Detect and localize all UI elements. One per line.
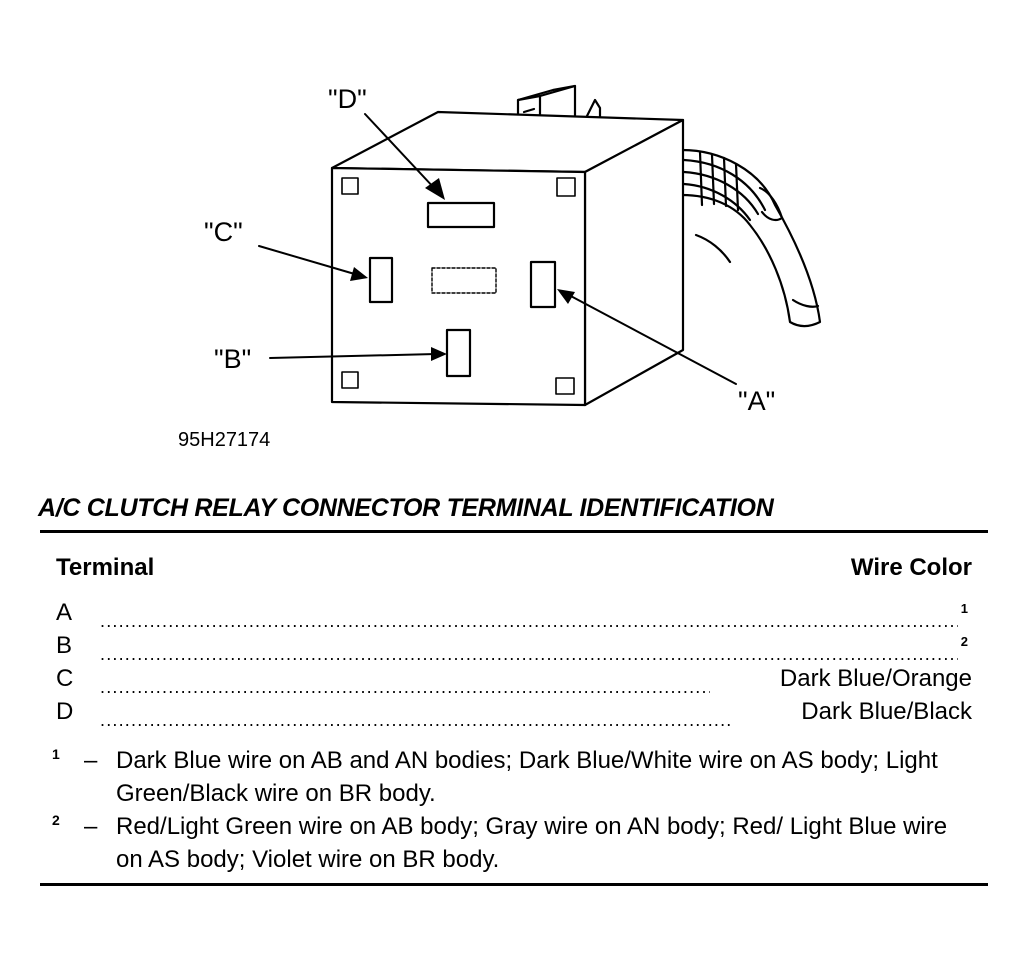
terminal-label: A xyxy=(56,599,73,626)
arrowhead-d xyxy=(425,178,445,200)
terminal-label: D xyxy=(56,698,74,725)
footnote-marker: 2 xyxy=(52,812,60,828)
terminal-row: C ......................................… xyxy=(56,664,972,697)
arrowhead-c xyxy=(350,267,368,281)
wire-color-footnote-ref: 1 xyxy=(960,601,968,616)
bottom-divider xyxy=(40,883,988,886)
footnote-text: Dark Blue wire on AB and AN bodies; Dark… xyxy=(116,747,938,807)
terminal-d-cavity xyxy=(426,201,496,229)
footnote-dash: – xyxy=(84,747,98,774)
footnotes: 1 – Dark Blue wire on AB and AN bodies; … xyxy=(52,744,974,876)
wire-color-value: Dark Blue/Black xyxy=(801,698,972,725)
wire-harness xyxy=(680,148,822,328)
leader-line-c xyxy=(258,245,359,276)
footnote: 1 – Dark Blue wire on AB and AN bodies; … xyxy=(52,744,974,810)
table-header: Terminal Wire Color xyxy=(56,554,972,584)
callout-b: "B" xyxy=(214,344,251,374)
footnote-marker: 1 xyxy=(52,746,60,762)
footnote-dash: – xyxy=(84,813,98,840)
footnote: 2 – Red/Light Green wire on AB body; Gra… xyxy=(52,810,974,876)
section-title: A/C CLUTCH RELAY CONNECTOR TERMINAL IDEN… xyxy=(38,494,774,522)
dot-leader: ........................................… xyxy=(100,710,734,730)
wire-color-footnote-ref: 2 xyxy=(960,634,968,649)
footnote-text: Red/Light Green wire on AB body; Gray wi… xyxy=(116,813,948,873)
center-cavity xyxy=(431,267,497,294)
terminal-row: D ......................................… xyxy=(56,697,972,730)
terminal-c-cavity xyxy=(368,256,394,304)
terminal-label: C xyxy=(56,665,74,692)
dot-leader: ........................................… xyxy=(100,677,710,697)
callout-d: "D" xyxy=(328,84,367,114)
callout-c: "C" xyxy=(204,217,243,247)
terminal-label: B xyxy=(56,632,73,659)
connector-body xyxy=(330,110,685,407)
terminal-row: B ......................................… xyxy=(56,631,972,664)
terminal-column-header: Terminal xyxy=(56,554,155,581)
dot-leader: ........................................… xyxy=(100,644,958,664)
wire-color-value: Dark Blue/Orange xyxy=(779,665,972,692)
connector-illustration: "D" "C" "B" "A" 95H27174 xyxy=(178,84,822,451)
wire-color-column-header: Wire Color xyxy=(850,554,972,581)
callout-a: "A" xyxy=(738,386,775,416)
figure-id: 95H27174 xyxy=(178,429,270,451)
terminal-row: A ......................................… xyxy=(56,598,972,631)
leader-line-a xyxy=(566,293,737,385)
terminal-b-cavity xyxy=(445,328,472,378)
arrowhead-b xyxy=(431,347,447,361)
top-divider xyxy=(40,530,988,533)
leader-line-b xyxy=(269,353,437,359)
terminal-a-cavity xyxy=(529,260,557,309)
arrowhead-a xyxy=(557,289,575,304)
terminal-list: A ......................................… xyxy=(56,598,972,730)
leader-line-d xyxy=(364,113,437,191)
dot-leader: ........................................… xyxy=(100,611,958,631)
